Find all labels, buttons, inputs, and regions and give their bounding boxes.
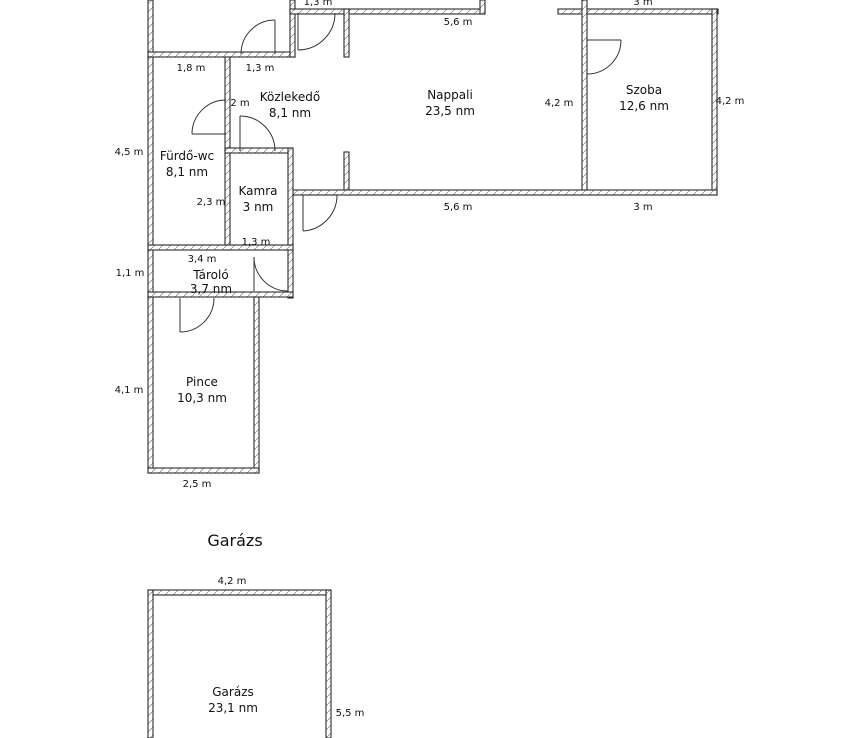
wall-garage-west — [147, 589, 154, 738]
dim-top-left-bottom: 1,8 m — [177, 63, 206, 74]
room-name-garage: Garázs — [212, 685, 254, 699]
wall-top-stub — [479, 0, 486, 15]
door-kamra — [239, 115, 276, 152]
dim-pince-bottom: 2,5 m — [183, 479, 212, 490]
wall-nappali-south — [291, 189, 718, 196]
room-name-nappali: Nappali — [427, 88, 473, 102]
wall-west — [147, 56, 154, 298]
wall-nappali-szoba-partition — [581, 0, 588, 195]
dim-tarolo-top: 3,4 m — [188, 254, 217, 265]
dim-furdo-side: 4,5 m — [115, 147, 144, 158]
dim-kozlekedo-side: 2 m — [230, 98, 249, 109]
wall-top-left-room-west — [147, 0, 154, 58]
room-name-furdo-wc: Fürdő-wc — [160, 149, 214, 163]
wall-top-left-room-east — [289, 0, 296, 58]
wall-szoba-north — [557, 8, 719, 15]
dim-nappali-side: 4,2 m — [545, 98, 574, 109]
wall-nappali-sw-stub — [343, 151, 350, 196]
room-name-pince: Pince — [186, 375, 218, 389]
dim-garage-height: 5,5 m — [336, 708, 365, 719]
dim-nappali-top: 5,6 m — [444, 17, 473, 28]
room-name-szoba: Szoba — [626, 83, 662, 97]
room-area-kamra: 3 nm — [243, 200, 274, 214]
dim-nappali-bottom: 5,6 m — [444, 202, 473, 213]
dim-kozlekedo-top: 1,3 m — [246, 63, 275, 74]
room-name-kozlekedo: Közlekedő — [260, 90, 321, 104]
room-area-pince: 10,3 nm — [177, 391, 227, 405]
dim-furdo-inner: 2,3 m — [197, 197, 226, 208]
wall-tarolo-south — [147, 291, 294, 298]
wall-garage-east — [325, 589, 332, 738]
door-tarolo — [253, 256, 289, 292]
dim-pince-side: 4,1 m — [115, 385, 144, 396]
dim-szoba-bottom: 3 m — [633, 202, 652, 213]
walls — [147, 0, 719, 738]
door-pince — [179, 297, 215, 333]
door-exterior — [302, 194, 338, 232]
room-area-furdo-wc: 8,1 nm — [166, 165, 208, 179]
door-entry-top — [297, 12, 336, 51]
wall-kamra-east — [287, 147, 294, 299]
wall-tarolo-north — [147, 244, 294, 251]
room-area-nappali: 23,5 nm — [425, 104, 475, 118]
room-name-kamra: Kamra — [239, 184, 278, 198]
dim-garage-width: 4,2 m — [218, 576, 247, 587]
wall-pince-south — [147, 467, 260, 474]
door-furdo — [191, 99, 227, 135]
room-name-tarolo: Tároló — [192, 268, 228, 282]
wall-entry-north — [289, 8, 486, 15]
door-szoba — [586, 39, 622, 75]
door-top-left-room — [240, 19, 276, 55]
room-area-garage: 23,1 nm — [208, 701, 258, 715]
wall-top-left-room-south — [147, 51, 296, 58]
wall-kamra-north — [224, 147, 294, 154]
wall-nappali-nw-stub — [343, 8, 350, 58]
wall-pince-west — [147, 296, 154, 474]
wall-garage-north — [147, 589, 332, 596]
dim-tarolo-side: 1,1 m — [116, 268, 145, 279]
room-area-szoba: 12,6 nm — [619, 99, 669, 113]
garage-section-title: Garázs — [207, 531, 262, 550]
dim-szoba-top: 3 m — [633, 0, 652, 8]
dim-kamra-bottom: 1,3 m — [242, 237, 271, 248]
dim-top-small: 1,3 m — [304, 0, 333, 8]
room-area-kozlekedo: 8,1 nm — [269, 106, 311, 120]
wall-pince-east — [253, 296, 260, 474]
dim-szoba-side: 4,2 m — [716, 96, 745, 107]
room-area-tarolo: 3,7 nm — [190, 282, 232, 296]
doors — [179, 12, 622, 333]
